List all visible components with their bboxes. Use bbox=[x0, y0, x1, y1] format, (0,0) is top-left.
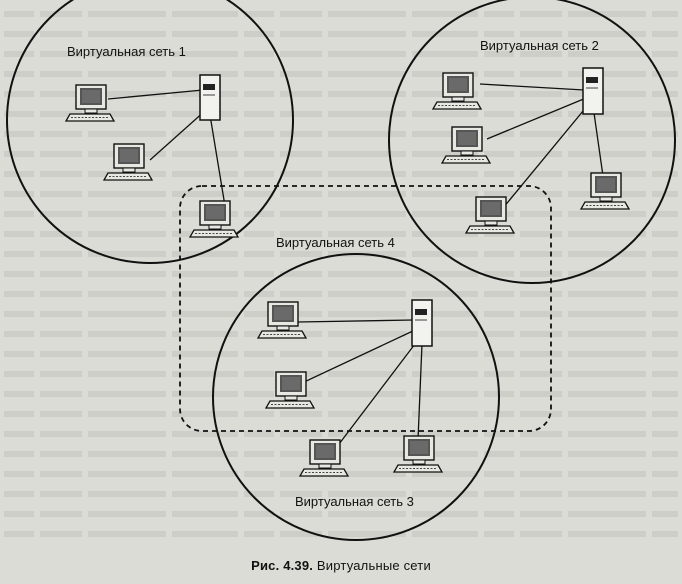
computer-icon bbox=[265, 371, 315, 409]
link-line bbox=[417, 343, 423, 441]
computer-icon bbox=[103, 143, 153, 181]
link-line bbox=[486, 97, 587, 140]
link-line bbox=[107, 89, 204, 100]
vnet-4-label: Виртуальная сеть 4 bbox=[276, 235, 395, 250]
link-line bbox=[479, 83, 585, 91]
link-line bbox=[149, 109, 207, 161]
server-icon bbox=[411, 299, 433, 347]
computer-icon bbox=[257, 301, 307, 339]
computer-icon bbox=[441, 126, 491, 164]
link-line bbox=[301, 329, 416, 384]
link-line bbox=[335, 339, 419, 449]
computer-icon bbox=[432, 72, 482, 110]
figure-caption: Рис. 4.39. Виртуальные сети bbox=[0, 558, 682, 573]
computer-icon bbox=[393, 435, 443, 473]
vnet-4-boundary bbox=[179, 185, 552, 432]
link-line bbox=[593, 112, 604, 177]
link-line bbox=[502, 104, 589, 209]
server-icon bbox=[582, 67, 604, 115]
computer-icon bbox=[299, 439, 349, 477]
vnet-2-label: Виртуальная сеть 2 bbox=[480, 38, 599, 53]
computer-icon bbox=[65, 84, 115, 122]
link-line bbox=[297, 319, 414, 323]
vnet-2-circle bbox=[388, 0, 676, 284]
links bbox=[107, 83, 604, 449]
server-icon bbox=[199, 74, 221, 121]
vnet-3-circle bbox=[212, 253, 500, 541]
link-line bbox=[209, 114, 226, 207]
figure-title: Виртуальные сети bbox=[316, 558, 431, 573]
figure-number: Рис. 4.39. bbox=[251, 558, 314, 573]
vnet-1-circle bbox=[6, 0, 294, 264]
computer-icon bbox=[580, 172, 630, 210]
computer-icon bbox=[189, 200, 239, 238]
vnet-1-label: Виртуальная сеть 1 bbox=[67, 44, 186, 59]
vnet-3-label: Виртуальная сеть 3 bbox=[295, 494, 414, 509]
